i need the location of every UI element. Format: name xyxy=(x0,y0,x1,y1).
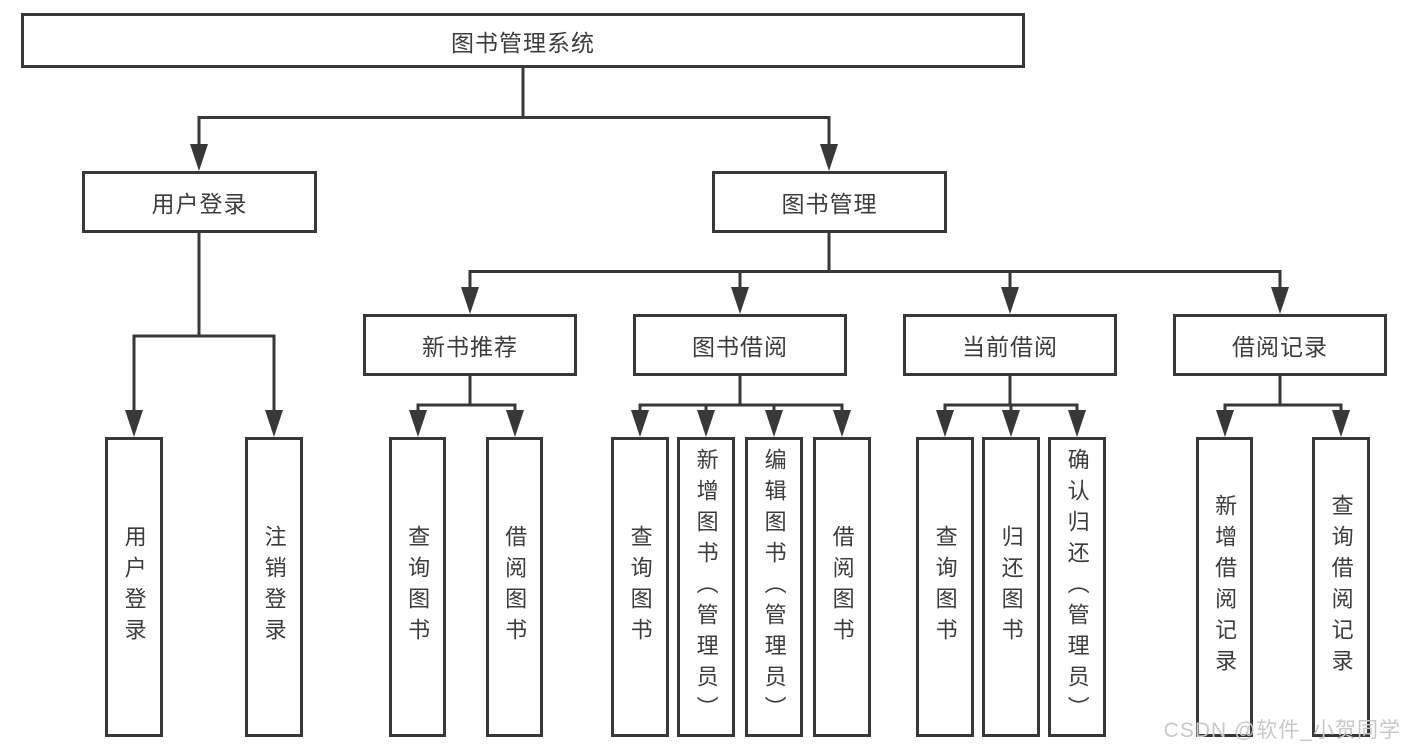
leaf-current-confirm-return-admin: 确认归还（管理员） xyxy=(1048,437,1106,737)
leaf-borrowing-add-books-admin-label: 新增图书（管理员） xyxy=(693,447,719,727)
leaf-logout: 注销登录 xyxy=(245,437,303,737)
leaf-borrowing-edit-books-admin: 编辑图书（管理员） xyxy=(745,437,803,737)
node-book-borrowing: 图书借阅 xyxy=(633,314,847,376)
leaf-borrowing-borrow-books-label: 借阅图书 xyxy=(829,525,855,649)
leaf-recommend-borrow-books: 借阅图书 xyxy=(486,437,543,737)
leaf-current-query-books: 查询图书 xyxy=(916,437,974,737)
node-new-book-recommendation: 新书推荐 xyxy=(363,314,577,376)
leaf-user-login-label: 用户登录 xyxy=(121,525,147,649)
leaf-current-query-books-label: 查询图书 xyxy=(932,525,958,649)
leaf-current-return-books-label: 归还图书 xyxy=(998,525,1024,649)
node-borrowing-records: 借阅记录 xyxy=(1173,314,1387,376)
node-user-login: 用户登录 xyxy=(82,171,317,233)
node-library-management-system: 图书管理系统 xyxy=(21,13,1025,68)
leaf-borrowing-edit-books-admin-label: 编辑图书（管理员） xyxy=(761,447,787,727)
arrowheads-level2 xyxy=(190,144,838,171)
leaf-borrowing-add-books-admin: 新增图书（管理员） xyxy=(677,437,735,737)
leaf-recommend-borrow-books-label: 借阅图书 xyxy=(502,525,528,649)
leaf-logout-label: 注销登录 xyxy=(261,525,287,649)
leaf-records-query-record-label: 查询借阅记录 xyxy=(1328,494,1354,680)
leaf-recommend-query-books-label: 查询图书 xyxy=(405,525,431,649)
leaf-borrowing-query-books: 查询图书 xyxy=(611,437,669,737)
leaf-user-login: 用户登录 xyxy=(105,437,163,737)
arrowheads-level3 xyxy=(461,287,1289,314)
leaf-records-query-record: 查询借阅记录 xyxy=(1312,437,1370,737)
leaf-records-add-record: 新增借阅记录 xyxy=(1196,437,1253,737)
leaf-current-return-books: 归还图书 xyxy=(982,437,1040,737)
csdn-watermark: CSDN @软件_小贺同学 xyxy=(1163,719,1401,742)
leaf-records-add-record-label: 新增借阅记录 xyxy=(1212,494,1238,680)
node-book-management: 图书管理 xyxy=(712,171,947,233)
node-current-borrowing: 当前借阅 xyxy=(903,314,1117,376)
leaf-recommend-query-books: 查询图书 xyxy=(389,437,446,737)
leaf-borrowing-borrow-books: 借阅图书 xyxy=(813,437,871,737)
leaf-borrowing-query-books-label: 查询图书 xyxy=(627,525,653,649)
arrowheads-leaves xyxy=(125,410,1350,437)
leaf-current-confirm-return-admin-label: 确认归还（管理员） xyxy=(1064,447,1090,727)
